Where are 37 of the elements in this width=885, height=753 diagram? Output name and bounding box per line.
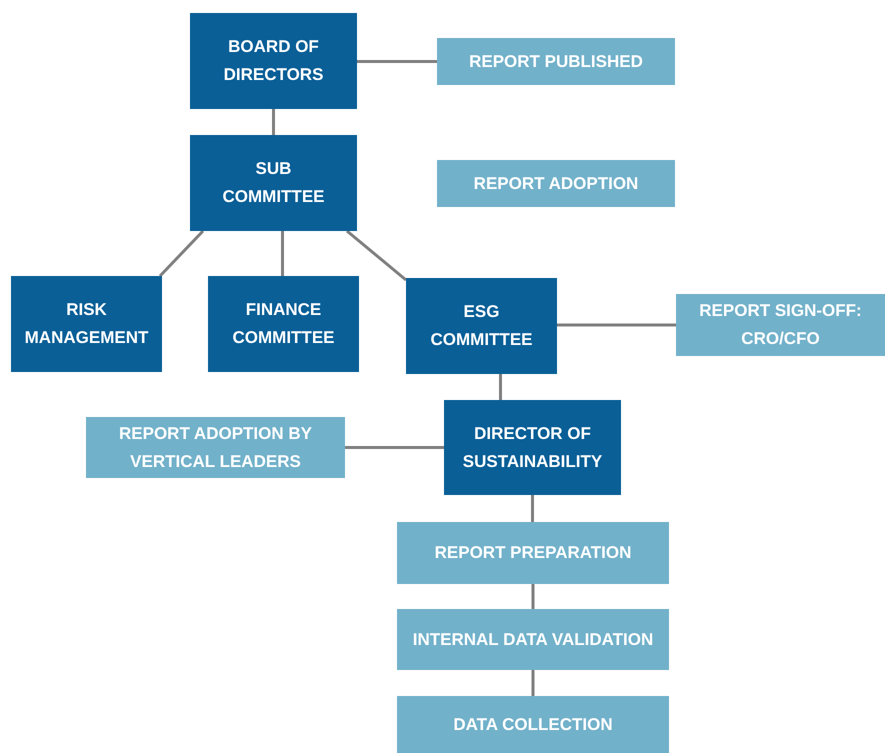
box-label: DIRECTOR OF SUSTAINABILITY xyxy=(462,422,604,472)
box-label: REPORT ADOPTION xyxy=(474,172,638,194)
connector-line xyxy=(345,446,444,449)
org-box xyxy=(406,278,557,374)
connector-line xyxy=(557,324,676,326)
process-box xyxy=(437,160,675,207)
box-label: REPORT PREPARATION xyxy=(434,542,632,564)
box-label: REPORT PUBLISHED xyxy=(469,50,643,72)
org-box xyxy=(190,13,357,109)
box-label: REPORT SIGN-OFF: CRO/CFO xyxy=(698,300,863,350)
box-label: SUB COMMITTEE xyxy=(222,158,326,208)
box-label: FINANCE COMMITTEE xyxy=(232,299,336,349)
connector-line xyxy=(532,584,534,609)
connector-line xyxy=(272,109,275,135)
org-box xyxy=(11,276,162,372)
connector-line xyxy=(158,230,204,278)
box-label: DATA COLLECTION xyxy=(453,714,613,736)
box-label: ESG COMMITTEE xyxy=(430,301,534,351)
org-box xyxy=(190,135,357,231)
process-box xyxy=(676,294,885,356)
org-box xyxy=(444,400,621,495)
connector-line xyxy=(357,60,437,63)
connector-line xyxy=(281,231,284,276)
box-label: RISK MANAGEMENT xyxy=(24,299,148,349)
process-box xyxy=(397,609,669,670)
process-box xyxy=(86,417,345,478)
org-box xyxy=(208,276,359,372)
process-box xyxy=(397,522,669,584)
connector-line xyxy=(346,230,407,282)
box-label: INTERNAL DATA VALIDATION xyxy=(412,628,654,650)
box-label: BOARD OF DIRECTORS xyxy=(222,36,324,86)
box-label: REPORT ADOPTION BY VERTICAL LEADERS xyxy=(118,422,313,472)
process-box xyxy=(437,38,675,85)
process-box xyxy=(397,696,669,753)
connector-line xyxy=(531,495,534,522)
connector-line xyxy=(532,670,534,696)
connector-line xyxy=(499,374,502,400)
